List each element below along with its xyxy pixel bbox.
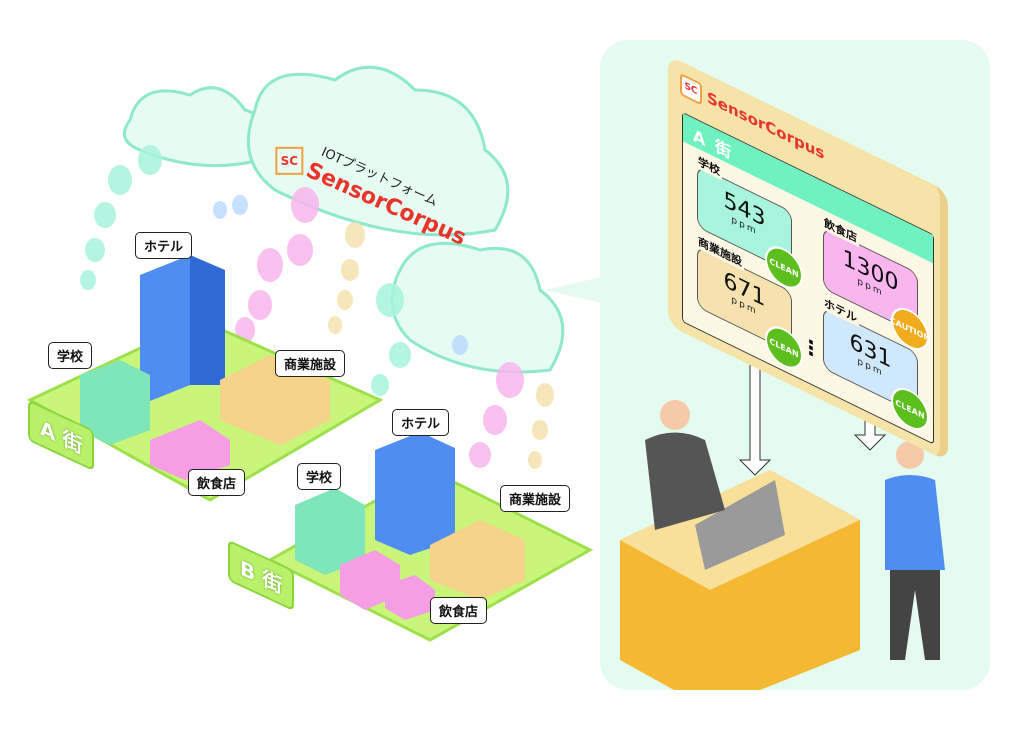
district-b-buildings [295,432,525,620]
office-scene [620,359,945,690]
person-user [896,441,924,469]
label-a-school: 学校 [48,342,93,369]
status-badge: CLEAN [765,319,803,376]
district-a-buildings [80,255,330,480]
label-a-commercial: 商業施設 [275,350,346,377]
label-a-hotel: ホテル [135,232,193,259]
label-a-restaurant: 飲食店 [188,469,246,496]
label-b-commercial: 商業施設 [500,485,571,512]
status-badge: CLEAN [891,380,929,438]
sensorcorpus-logo-icon: SC [275,146,304,175]
sensorcorpus-logo-icon: SC [680,72,702,106]
more-icon[interactable]: ⋮ [801,330,821,365]
data-bubbles-icon [80,145,554,469]
laptop [695,480,785,570]
person-operator [660,400,690,430]
label-b-hotel: ホテル [392,409,450,436]
arrow-down-icon [738,359,772,476]
label-b-restaurant: 飲食店 [430,597,488,624]
label-b-school: 学校 [297,463,342,490]
